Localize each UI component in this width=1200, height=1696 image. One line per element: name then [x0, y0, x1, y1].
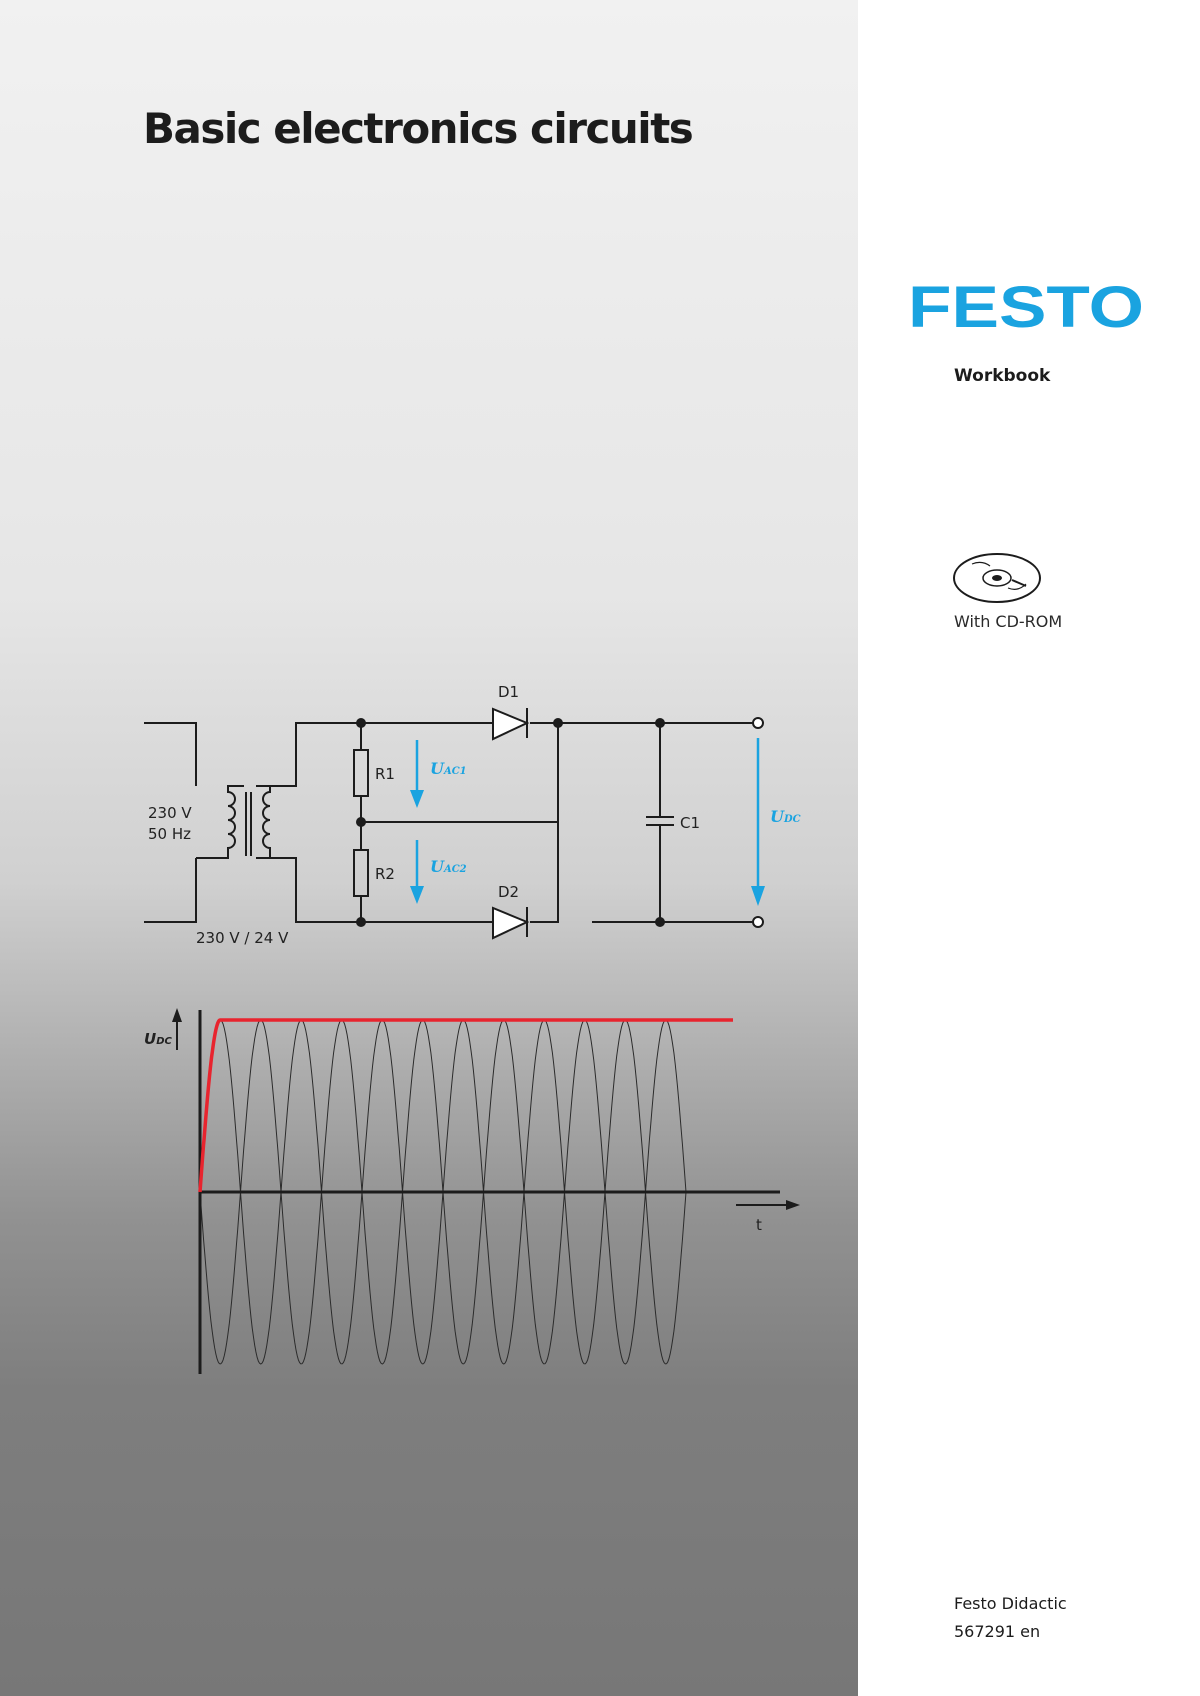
- cd-rom-icon: [953, 553, 1041, 603]
- voltage-waveform-graph: UDC t: [144, 1008, 800, 1374]
- diode-d1-label: D1: [498, 683, 519, 701]
- order-number-label: 567291 en: [954, 1622, 1041, 1641]
- supply-frequency-label: 50 Hz: [148, 825, 191, 843]
- capacitor-c1-label: C1: [680, 814, 700, 832]
- dc-voltage-curve: [198, 1018, 733, 1193]
- voltage-udc-label: UDC: [770, 807, 801, 826]
- supply-voltage-label: 230 V: [148, 804, 192, 822]
- festo-logo: FESTO: [908, 283, 1144, 329]
- voltage-uac2-label: UAC2: [430, 857, 467, 876]
- y-axis-label: UDC: [144, 1030, 172, 1048]
- page-title: Basic electronics circuits: [143, 104, 694, 153]
- diode-d2-label: D2: [498, 883, 519, 901]
- rectifier-circuit-diagram: 230 V 50 Hz 230 V / 24 V D1 D2 R1 R2 C1 …: [144, 683, 801, 947]
- document-type-label: Workbook: [954, 366, 1051, 386]
- resistor-r1-label: R1: [375, 765, 395, 783]
- gradient-panel: [0, 0, 858, 1696]
- x-axis-label: t: [756, 1216, 762, 1234]
- publisher-label: Festo Didactic: [954, 1594, 1067, 1613]
- resistor-r2-label: R2: [375, 865, 395, 883]
- transformer-ratio-label: 230 V / 24 V: [196, 929, 289, 947]
- svg-text:FESTO: FESTO: [908, 283, 1144, 329]
- voltage-uac1-label: UAC1: [430, 759, 467, 778]
- cd-rom-label: With CD-ROM: [954, 612, 1063, 631]
